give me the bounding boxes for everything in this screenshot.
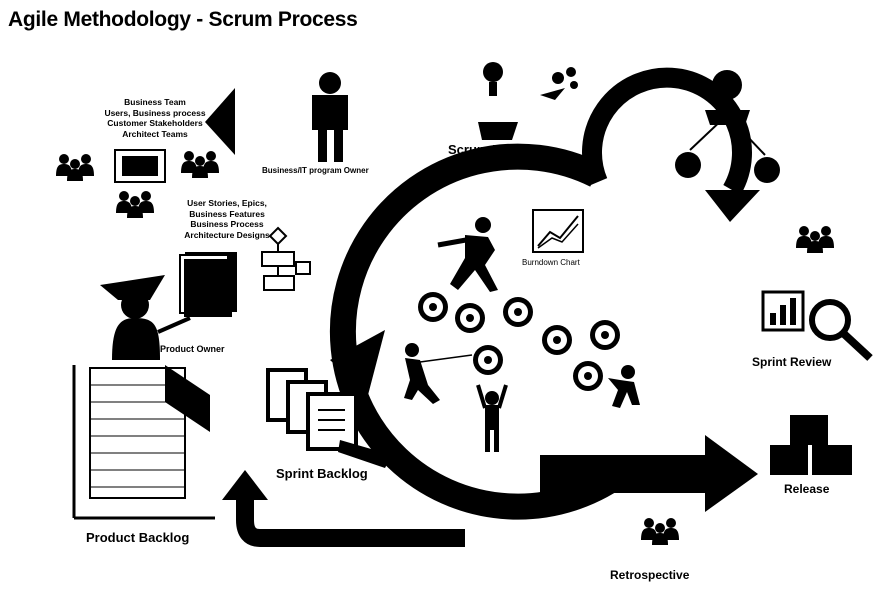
business-process-text: Business Process — [190, 219, 264, 229]
runner-figure — [437, 217, 498, 292]
sprint-review-icon — [761, 290, 873, 361]
sprint-backlog-label: Sprint Backlog — [276, 466, 368, 481]
sprint-backlog-icon — [266, 368, 392, 468]
burndown-chart-label: Burndown Chart — [522, 258, 580, 267]
architecture-designs-text: Architecture Designs — [184, 229, 270, 240]
sprint-review-label: Sprint Review — [752, 355, 832, 369]
product-owner-figure — [100, 275, 191, 360]
release-label: Release — [784, 482, 830, 496]
business-team-label: Business Team Users, Business process Cu… — [95, 97, 215, 139]
business-team-text: Business Team — [124, 97, 186, 107]
program-owner-label: Business/IT program Owner — [262, 166, 369, 175]
business-features-text: Business Features — [189, 208, 265, 219]
cycle-arrowhead — [330, 330, 385, 395]
return-arrow-head — [222, 470, 268, 500]
pulling-figure — [404, 343, 473, 404]
user-stories-label: User Stories, Epics, Business Features B… — [172, 198, 282, 240]
return-arrow-path — [236, 495, 465, 547]
requirements-documents — [179, 252, 237, 317]
product-owner-label: Product Owner — [160, 344, 225, 354]
pushing-figure — [608, 365, 640, 408]
daily-scrum-people — [675, 70, 780, 183]
release-icon — [770, 415, 852, 475]
user-stories-text: User Stories, Epics, — [187, 198, 267, 208]
customer-stakeholders-text: Customer Stakeholders — [107, 118, 203, 128]
business-team-arrow — [205, 88, 235, 155]
product-backlog-label: Product Backlog — [86, 530, 190, 545]
users-business-process-text: Users, Business process — [104, 107, 206, 118]
lifting-figure — [476, 384, 508, 452]
scrum-master-label: Scrum Master — [448, 142, 534, 157]
daily-cycle-arrowhead — [705, 190, 760, 222]
architect-teams-text: Architect Teams — [122, 128, 188, 139]
retrospective-label: Retrospective — [610, 568, 690, 582]
daily-cycle-arc — [582, 67, 752, 195]
program-owner-figure — [312, 72, 348, 162]
flowchart-icon — [261, 226, 311, 291]
sprint-cycle-arc — [329, 143, 633, 520]
release-arrow-shaft — [540, 455, 710, 493]
release-arrow-head — [705, 435, 758, 512]
product-backlog-icon — [72, 365, 215, 520]
burndown-chart-icon — [532, 209, 584, 253]
diagram-title: Agile Methodology - Scrum Process — [8, 8, 358, 31]
scrum-master-figure — [478, 62, 578, 140]
